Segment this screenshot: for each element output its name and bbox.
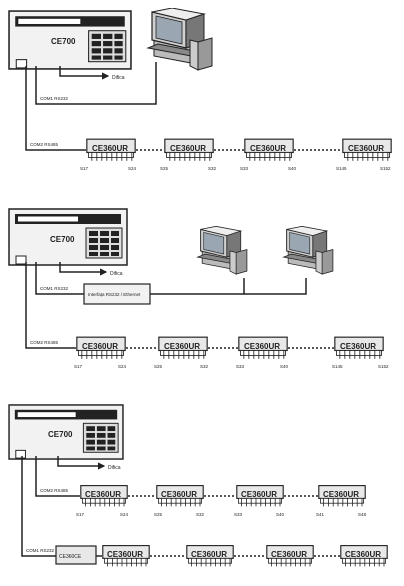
module-range-end: S24 bbox=[120, 512, 129, 517]
module-range-end: S152 bbox=[378, 364, 389, 369]
module: CE360UR bbox=[266, 544, 314, 568]
module-range-start: S25 bbox=[154, 512, 163, 517]
panel-1: CE700 Difica COM1 RS232 COM2 RS485 CE360… bbox=[8, 8, 392, 171]
adapter-label: CE360CE bbox=[59, 554, 82, 560]
module: CE360UR bbox=[102, 544, 150, 568]
module-row: CE360UR S17 S24 CE360UR S25 S32 CE360UR … bbox=[76, 485, 367, 517]
output-label-com2: COM2 RS485 bbox=[30, 142, 59, 147]
module-title: CE360UR bbox=[191, 550, 227, 559]
module: CE360UR S33 S40 bbox=[236, 336, 289, 369]
module: CE360UR S145 S152 bbox=[332, 336, 389, 369]
computer-icon bbox=[283, 226, 334, 275]
module-range-start: S33 bbox=[240, 166, 249, 171]
module-title: CE360UR bbox=[241, 490, 277, 499]
module-title: CE360UR bbox=[271, 550, 307, 559]
module-row: CE360UR S17 S24 CE360UR S25 S32 CE360UR … bbox=[74, 336, 389, 369]
output-label-difica: Difica bbox=[110, 271, 123, 277]
interface-box bbox=[83, 283, 151, 305]
controller-label: CE700 bbox=[51, 37, 76, 46]
connection-lines bbox=[21, 456, 340, 557]
output-label-com1: COM1 RS232 bbox=[40, 286, 69, 291]
module-range-start: S145 bbox=[336, 166, 347, 171]
module-title: CE360UR bbox=[345, 550, 381, 559]
module-range-end: S40 bbox=[280, 364, 289, 369]
output-label-com1: COM1 RS232 bbox=[40, 96, 69, 101]
module-range-end: S40 bbox=[276, 512, 285, 517]
module: CE360UR S33 S40 bbox=[234, 485, 285, 517]
output-label-com2: COM2 RS485 bbox=[30, 340, 59, 345]
controller-label: CE700 bbox=[48, 430, 73, 439]
module-title: CE360UR bbox=[107, 550, 143, 559]
module: CE360UR S41 S48 bbox=[316, 485, 367, 517]
module-range-end: S40 bbox=[288, 166, 297, 171]
module-range-start: S17 bbox=[80, 166, 89, 171]
output-label-difica: Difica bbox=[112, 75, 125, 81]
module: CE360UR S17 S24 bbox=[76, 485, 129, 517]
module-title: CE360UR bbox=[92, 144, 128, 153]
module-range-end: S152 bbox=[380, 166, 391, 171]
module-range-start: S17 bbox=[74, 364, 83, 369]
module-range-end: S24 bbox=[118, 364, 127, 369]
module: CE360UR S25 S32 bbox=[154, 336, 209, 369]
module-title: CE360UR bbox=[164, 342, 200, 351]
module-title: CE360UR bbox=[82, 342, 118, 351]
module-title: CE360UR bbox=[161, 490, 197, 499]
panel-3: CE700 Difica COM2 RS485 COM1 RS232 CE360… bbox=[8, 404, 388, 568]
module-range-end: S32 bbox=[200, 364, 209, 369]
module-row: CE360UR S17 S24 CE360UR S25 S32 CE360UR … bbox=[80, 138, 392, 171]
module-row: CE360UR CE360UR CE360UR CE360UR bbox=[102, 544, 388, 568]
module: CE360UR S145 S152 bbox=[336, 138, 392, 171]
output-label-com2: COM2 RS485 bbox=[40, 488, 69, 493]
module: CE360UR S25 S32 bbox=[160, 138, 217, 171]
module: CE360UR S17 S24 bbox=[74, 336, 127, 369]
computer-icon bbox=[147, 8, 213, 71]
module-title: CE360UR bbox=[340, 342, 376, 351]
module-range-start: S33 bbox=[236, 364, 245, 369]
interface-label: Interfața RS232 / Ethernet bbox=[88, 292, 141, 297]
module-title: CE360UR bbox=[348, 144, 384, 153]
module-title: CE360UR bbox=[85, 490, 121, 499]
module: CE360UR S33 S40 bbox=[240, 138, 297, 171]
output-label-difica: Difica bbox=[108, 465, 121, 471]
module: CE360UR S25 S32 bbox=[154, 485, 205, 517]
module-title: CE360UR bbox=[170, 144, 206, 153]
connection-lines bbox=[25, 62, 342, 151]
module-range-end: S32 bbox=[196, 512, 205, 517]
computer-icon bbox=[197, 226, 248, 275]
output-label-com1: COM1 RS232 bbox=[26, 548, 55, 553]
module: CE360UR bbox=[340, 544, 388, 568]
module: CE360UR bbox=[186, 544, 234, 568]
module-title: CE360UR bbox=[244, 342, 280, 351]
module-range-start: S25 bbox=[160, 166, 169, 171]
connection-lines bbox=[25, 262, 334, 349]
module-range-end: S24 bbox=[128, 166, 137, 171]
module-range-end: S48 bbox=[358, 512, 367, 517]
module-title: CE360UR bbox=[250, 144, 286, 153]
module-range-start: S17 bbox=[76, 512, 85, 517]
module-range-start: S25 bbox=[154, 364, 163, 369]
module-range-start: S33 bbox=[234, 512, 243, 517]
module-range-end: S32 bbox=[208, 166, 217, 171]
panel-2: CE700 Interfața RS232 / Ethernet Difica … bbox=[8, 208, 389, 369]
module-range-start: S41 bbox=[316, 512, 325, 517]
module: CE360UR S17 S24 bbox=[80, 138, 137, 171]
controller-label: CE700 bbox=[50, 235, 75, 244]
adapter-box bbox=[55, 545, 97, 565]
module-range-start: S145 bbox=[332, 364, 343, 369]
module-title: CE360UR bbox=[323, 490, 359, 499]
